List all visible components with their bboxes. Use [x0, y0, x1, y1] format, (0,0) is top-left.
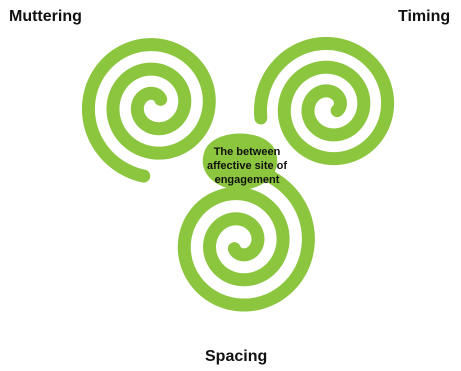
spiral-muttering-icon — [81, 38, 216, 183]
spiral-timing-icon — [254, 36, 395, 166]
center-caption-line-2: affective site of — [206, 160, 288, 172]
label-timing: Timing — [398, 8, 451, 25]
spiral-layer — [81, 36, 395, 312]
label-muttering: Muttering — [9, 8, 82, 25]
center-caption-line-1: The between — [213, 146, 281, 158]
label-spacing: Spacing — [205, 348, 268, 365]
center-caption-line-3: engagement — [214, 174, 280, 186]
center-caption: The between affective site of engagement — [182, 145, 312, 187]
spiral-spacing-icon — [177, 163, 315, 312]
